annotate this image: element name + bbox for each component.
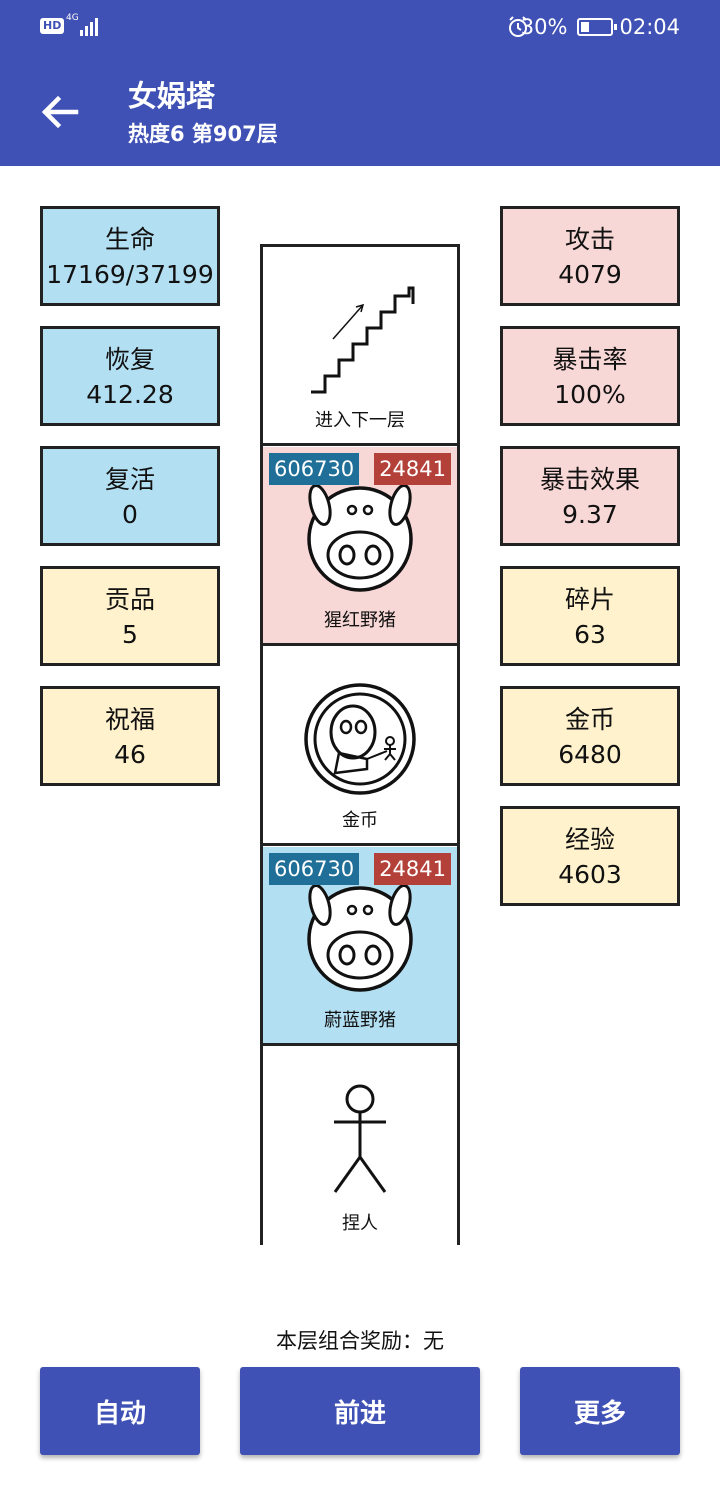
stat-value: 9.37 xyxy=(562,500,618,529)
cell-name: 捏人 xyxy=(342,1213,378,1234)
battery-icon xyxy=(577,18,618,36)
cell-name: 猩红野猪 xyxy=(324,610,396,631)
stat-value: 5 xyxy=(122,620,138,649)
more-button[interactable]: 更多 xyxy=(520,1367,680,1455)
stat-label: 恢复 xyxy=(104,345,155,374)
boar-icon xyxy=(307,884,413,992)
stat-fragments: 碎片 63 xyxy=(500,566,680,666)
monster-attack-badge: 24841 xyxy=(374,853,451,885)
status-right: 30% 02:04 xyxy=(493,14,680,40)
coin-icon xyxy=(304,683,416,795)
tower: 进入下一层 606730 24841 猩红野猪 金 xyxy=(260,244,460,1246)
stat-value: 412.28 xyxy=(86,380,174,409)
stat-label: 暴击效果 xyxy=(539,465,640,494)
monster-hp-badge: 606730 xyxy=(269,453,360,485)
cell-name: 蔚蓝野猪 xyxy=(324,1010,396,1031)
tower-cell-crimson-boar[interactable]: 606730 24841 猩红野猪 xyxy=(263,447,457,646)
stat-blessing: 祝福 46 xyxy=(40,686,220,786)
stick-figure-icon xyxy=(333,1084,387,1193)
stat-value: 6480 xyxy=(558,740,622,769)
stat-value: 100% xyxy=(554,380,626,409)
alarm-icon xyxy=(509,16,527,37)
cell-name: 进入下一层 xyxy=(315,410,405,431)
tower-cell-character[interactable]: 捏人 xyxy=(263,1047,457,1246)
status-bar: HD 4G 30% 02:04 xyxy=(0,0,720,54)
stat-label: 碎片 xyxy=(564,585,615,614)
stat-label: 攻击 xyxy=(564,225,615,254)
tower-cell-coin[interactable]: 金币 xyxy=(263,647,457,846)
app-bar: HD 4G 30% 02:04 女娲塔 热度6 第907层 xyxy=(0,0,720,166)
stat-attack: 攻击 4079 xyxy=(500,206,680,306)
page-title: 女娲塔 xyxy=(128,79,216,113)
monster-attack-badge: 24841 xyxy=(374,453,451,485)
stat-recovery: 恢复 412.28 xyxy=(40,326,220,426)
stat-value: 46 xyxy=(114,740,146,769)
stat-label: 金币 xyxy=(564,705,615,734)
stat-experience: 经验 4603 xyxy=(500,806,680,906)
stat-value: 4603 xyxy=(558,860,622,889)
stat-label: 复活 xyxy=(104,465,155,494)
stat-life: 生命 17169/37199 xyxy=(40,206,220,306)
boar-icon xyxy=(307,484,413,592)
clock: 02:04 xyxy=(619,15,680,39)
stat-label: 祝福 xyxy=(104,705,155,734)
hd-indicator: HD xyxy=(40,18,65,34)
stairs-icon xyxy=(311,286,415,394)
stat-value: 17169/37199 xyxy=(46,260,214,289)
stat-value: 0 xyxy=(122,500,138,529)
signal-icon xyxy=(80,18,98,36)
stat-label: 暴击率 xyxy=(552,345,628,374)
stat-label: 生命 xyxy=(104,225,155,254)
auto-button[interactable]: 自动 xyxy=(40,1367,200,1455)
floor-combo-reward: 本层组合奖励：无 xyxy=(276,1329,444,1353)
stat-label: 贡品 xyxy=(104,585,155,614)
cell-name: 金币 xyxy=(342,810,378,831)
stat-value: 63 xyxy=(574,620,606,649)
page-subtitle: 热度6 第907层 xyxy=(128,122,278,146)
stat-revive: 复活 0 xyxy=(40,446,220,546)
stat-tribute: 贡品 5 xyxy=(40,566,220,666)
forward-button[interactable]: 前进 xyxy=(240,1367,480,1455)
back-arrow-icon[interactable] xyxy=(36,88,84,136)
stat-crit-effect: 暴击效果 9.37 xyxy=(500,446,680,546)
tower-cell-azure-boar[interactable]: 606730 24841 蔚蓝野猪 xyxy=(263,847,457,1046)
stat-gold: 金币 6480 xyxy=(500,686,680,786)
stat-label: 经验 xyxy=(564,825,615,854)
monster-hp-badge: 606730 xyxy=(269,853,360,885)
stat-value: 4079 xyxy=(558,260,622,289)
battery-percent: 30% xyxy=(520,15,568,39)
tower-cell-next-floor[interactable]: 进入下一层 xyxy=(263,247,457,446)
network-type: 4G xyxy=(66,13,79,23)
stat-crit-rate: 暴击率 100% xyxy=(500,326,680,426)
